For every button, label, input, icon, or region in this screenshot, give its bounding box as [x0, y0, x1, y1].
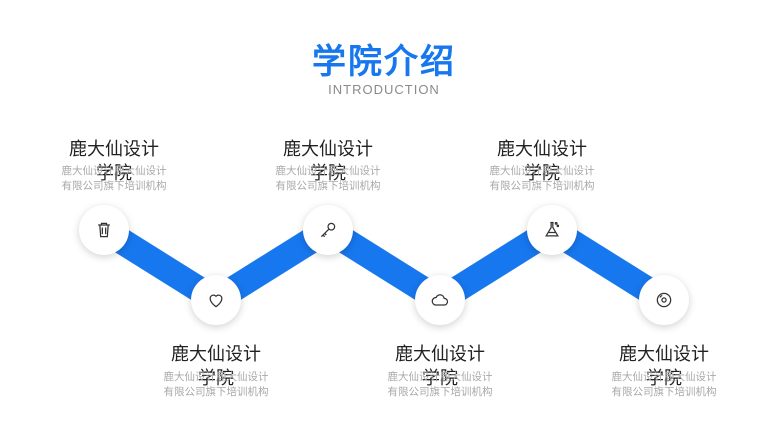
step-5-node[interactable]	[527, 205, 577, 255]
disc-icon	[656, 292, 672, 308]
step-1-desc-1: 鹿大仙设计鹿大仙设计	[61, 165, 167, 177]
step-3-title-2: 学院	[310, 163, 346, 184]
step-6-desc-1: 鹿大仙设计鹿大仙设计	[611, 371, 717, 383]
step-4-label: 鹿大仙设计学院 鹿大仙设计鹿大仙设计有限公司旗下培训机构	[360, 342, 520, 398]
step-4-title-2: 学院	[422, 368, 458, 389]
step-4-title: 鹿大仙设计	[395, 344, 485, 365]
page-title: 学院介绍	[312, 42, 456, 82]
step-2-label: 鹿大仙设计学院 鹿大仙设计鹿大仙设计有限公司旗下培训机构	[136, 342, 296, 398]
step-1-label: 鹿大仙设计学院 鹿大仙设计鹿大仙设计有限公司旗下培训机构	[34, 137, 194, 192]
step-1-desc-2: 有限公司旗下培训机构	[61, 180, 167, 192]
step-1-title-2: 学院	[96, 163, 132, 184]
step-3-title: 鹿大仙设计	[283, 139, 373, 160]
step-3-node[interactable]	[303, 205, 353, 255]
step-3-desc-1: 鹿大仙设计鹿大仙设计	[275, 165, 381, 177]
step-4-desc-2: 有限公司旗下培训机构	[387, 386, 493, 398]
step-5-desc-2: 有限公司旗下培训机构	[489, 180, 595, 192]
step-6-title: 鹿大仙设计	[619, 344, 709, 365]
step-5-title: 鹿大仙设计	[497, 139, 587, 160]
cloud-icon	[431, 294, 449, 306]
step-4-node[interactable]	[415, 275, 465, 325]
trash-icon	[98, 222, 110, 238]
heart-icon	[209, 294, 223, 308]
page-subtitle: INTRODUCTION	[328, 82, 440, 97]
step-3-label: 鹿大仙设计学院 鹿大仙设计鹿大仙设计有限公司旗下培训机构	[248, 137, 408, 192]
step-2-node[interactable]	[191, 275, 241, 325]
flask-icon	[545, 221, 560, 237]
step-5-desc-1: 鹿大仙设计鹿大仙设计	[489, 165, 595, 177]
step-4-desc-1: 鹿大仙设计鹿大仙设计	[387, 371, 493, 383]
step-6-desc-2: 有限公司旗下培训机构	[611, 386, 717, 398]
step-6-label: 鹿大仙设计学院 鹿大仙设计鹿大仙设计有限公司旗下培训机构	[584, 342, 744, 398]
step-2-title-2: 学院	[198, 368, 234, 389]
step-2-title: 鹿大仙设计	[171, 344, 261, 365]
step-2-desc-2: 有限公司旗下培训机构	[163, 386, 269, 398]
step-1-node[interactable]	[79, 205, 129, 255]
step-1-title: 鹿大仙设计	[69, 139, 159, 160]
step-5-label: 鹿大仙设计学院 鹿大仙设计鹿大仙设计有限公司旗下培训机构	[462, 137, 622, 192]
step-2-desc-1: 鹿大仙设计鹿大仙设计	[163, 371, 269, 383]
step-3-desc-2: 有限公司旗下培训机构	[275, 180, 381, 192]
step-6-node[interactable]	[639, 275, 689, 325]
key-icon	[320, 222, 336, 238]
step-5-title-2: 学院	[524, 163, 560, 184]
step-6-title-2: 学院	[646, 368, 682, 389]
